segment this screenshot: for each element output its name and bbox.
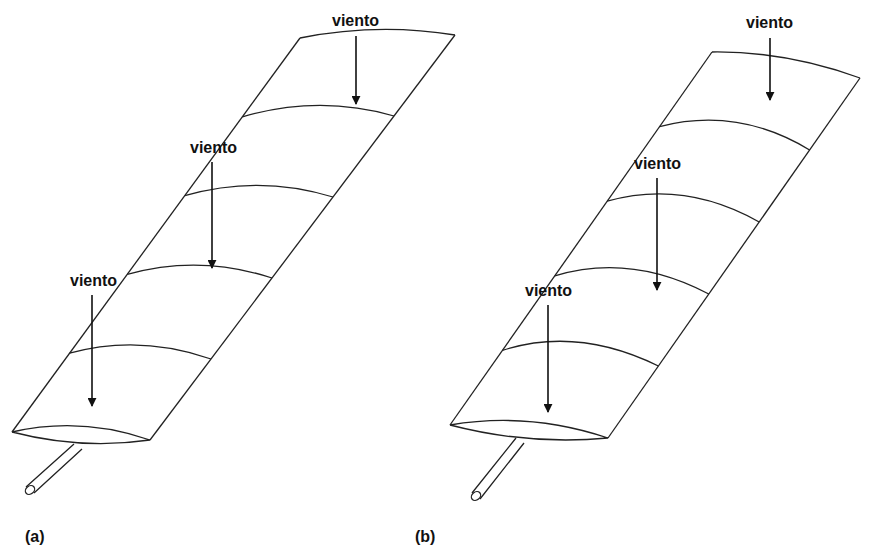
blade-section	[607, 194, 759, 222]
blade-edge	[608, 78, 860, 438]
blade-section	[185, 185, 333, 197]
blade-root	[450, 420, 608, 440]
shaft	[26, 444, 82, 493]
blade-section	[127, 265, 272, 278]
shaft-end	[24, 484, 37, 497]
wind-label: viento	[634, 155, 681, 173]
wind-label: viento	[525, 282, 572, 300]
blade-root	[12, 426, 150, 444]
blade-tip	[300, 29, 455, 38]
wind-label: viento	[332, 12, 379, 30]
blade-tip	[712, 52, 860, 78]
blade-section	[502, 341, 658, 366]
wind-arrow	[355, 36, 357, 104]
blade-section	[555, 268, 709, 294]
wind-arrow	[91, 295, 93, 406]
wind-arrow	[547, 305, 549, 412]
blade-section	[660, 120, 810, 150]
wind-label: viento	[70, 272, 117, 290]
wind-arrow	[769, 38, 771, 100]
wind-arrow	[211, 162, 213, 268]
figure-label: (b)	[415, 528, 435, 546]
shaft-end	[470, 490, 483, 503]
wind-label: viento	[746, 14, 793, 32]
figure-label: (a)	[25, 528, 45, 546]
blade-edge	[450, 52, 712, 425]
wind-arrow	[656, 178, 658, 290]
blade-edge	[12, 38, 300, 432]
shaft	[472, 438, 524, 499]
blade-edge	[150, 35, 455, 440]
blade-section	[242, 105, 394, 116]
blade-section	[70, 345, 211, 359]
wind-label: viento	[190, 139, 237, 157]
